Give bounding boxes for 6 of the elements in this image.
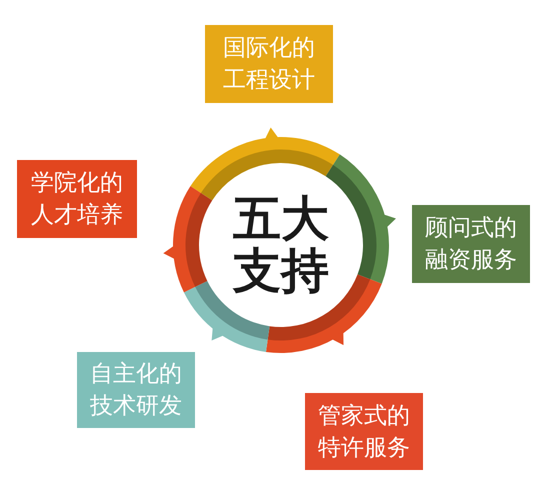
category-box: 学院化的人才培养 xyxy=(17,160,137,238)
category-box: 管家式的特许服务 xyxy=(305,393,423,470)
category-box: 自主化的技术研发 xyxy=(77,352,195,428)
center-title: 五大支持 xyxy=(232,193,330,297)
category-box: 国际化的工程设计 xyxy=(205,25,333,103)
category-box: 顾问式的融资服务 xyxy=(412,205,530,283)
